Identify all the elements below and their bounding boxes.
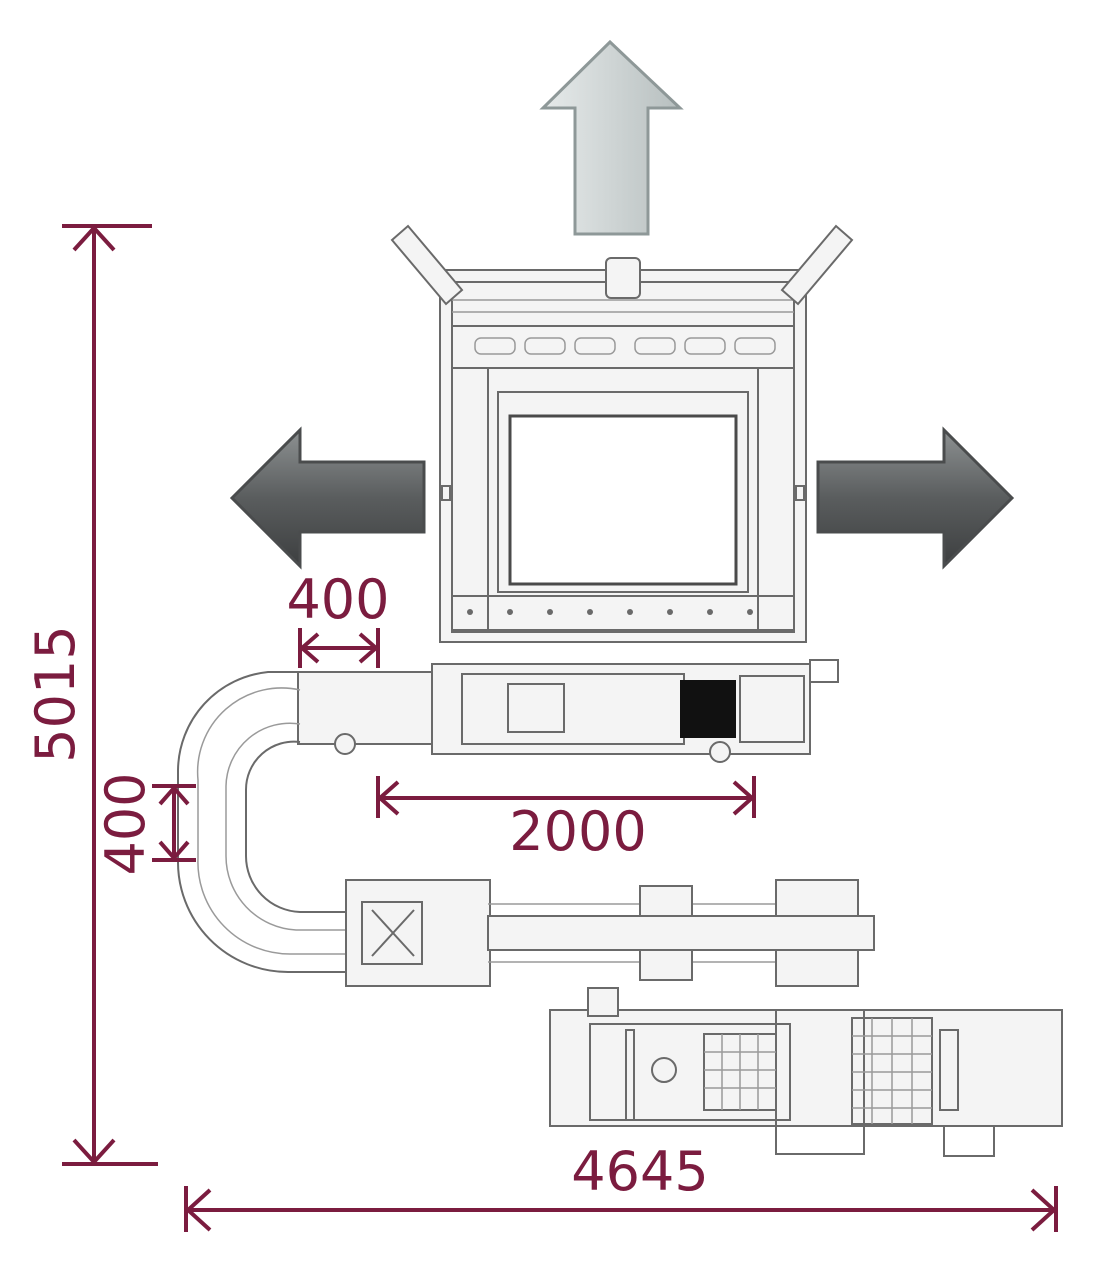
exit-arrow-up	[539, 39, 684, 236]
dimension-infeed-length: 2000	[376, 776, 756, 863]
dimension-label-conveyor-offset: 400	[286, 568, 389, 631]
infeed-conveyor	[297, 659, 839, 763]
dimension-label-infeed-length: 2000	[509, 800, 646, 863]
transfer-conveyor	[345, 879, 875, 987]
dimension-overall-width: 4645	[184, 1140, 1058, 1232]
dimension-conveyor-offset: 400	[286, 568, 390, 668]
exit-arrow-right	[816, 426, 1015, 570]
exit-arrow-left	[229, 426, 426, 570]
roller-grid	[703, 1017, 933, 1125]
dimension-label-loop-width: 400	[94, 772, 157, 875]
dimension-overall-height: 5015	[24, 224, 158, 1166]
dimension-label-overall-height: 5015	[24, 625, 87, 762]
dimension-label-overall-width: 4645	[571, 1140, 708, 1203]
dimension-loop-width: 400	[94, 772, 196, 876]
machine-frame	[390, 224, 854, 643]
wrapping-unit	[549, 987, 1063, 1157]
